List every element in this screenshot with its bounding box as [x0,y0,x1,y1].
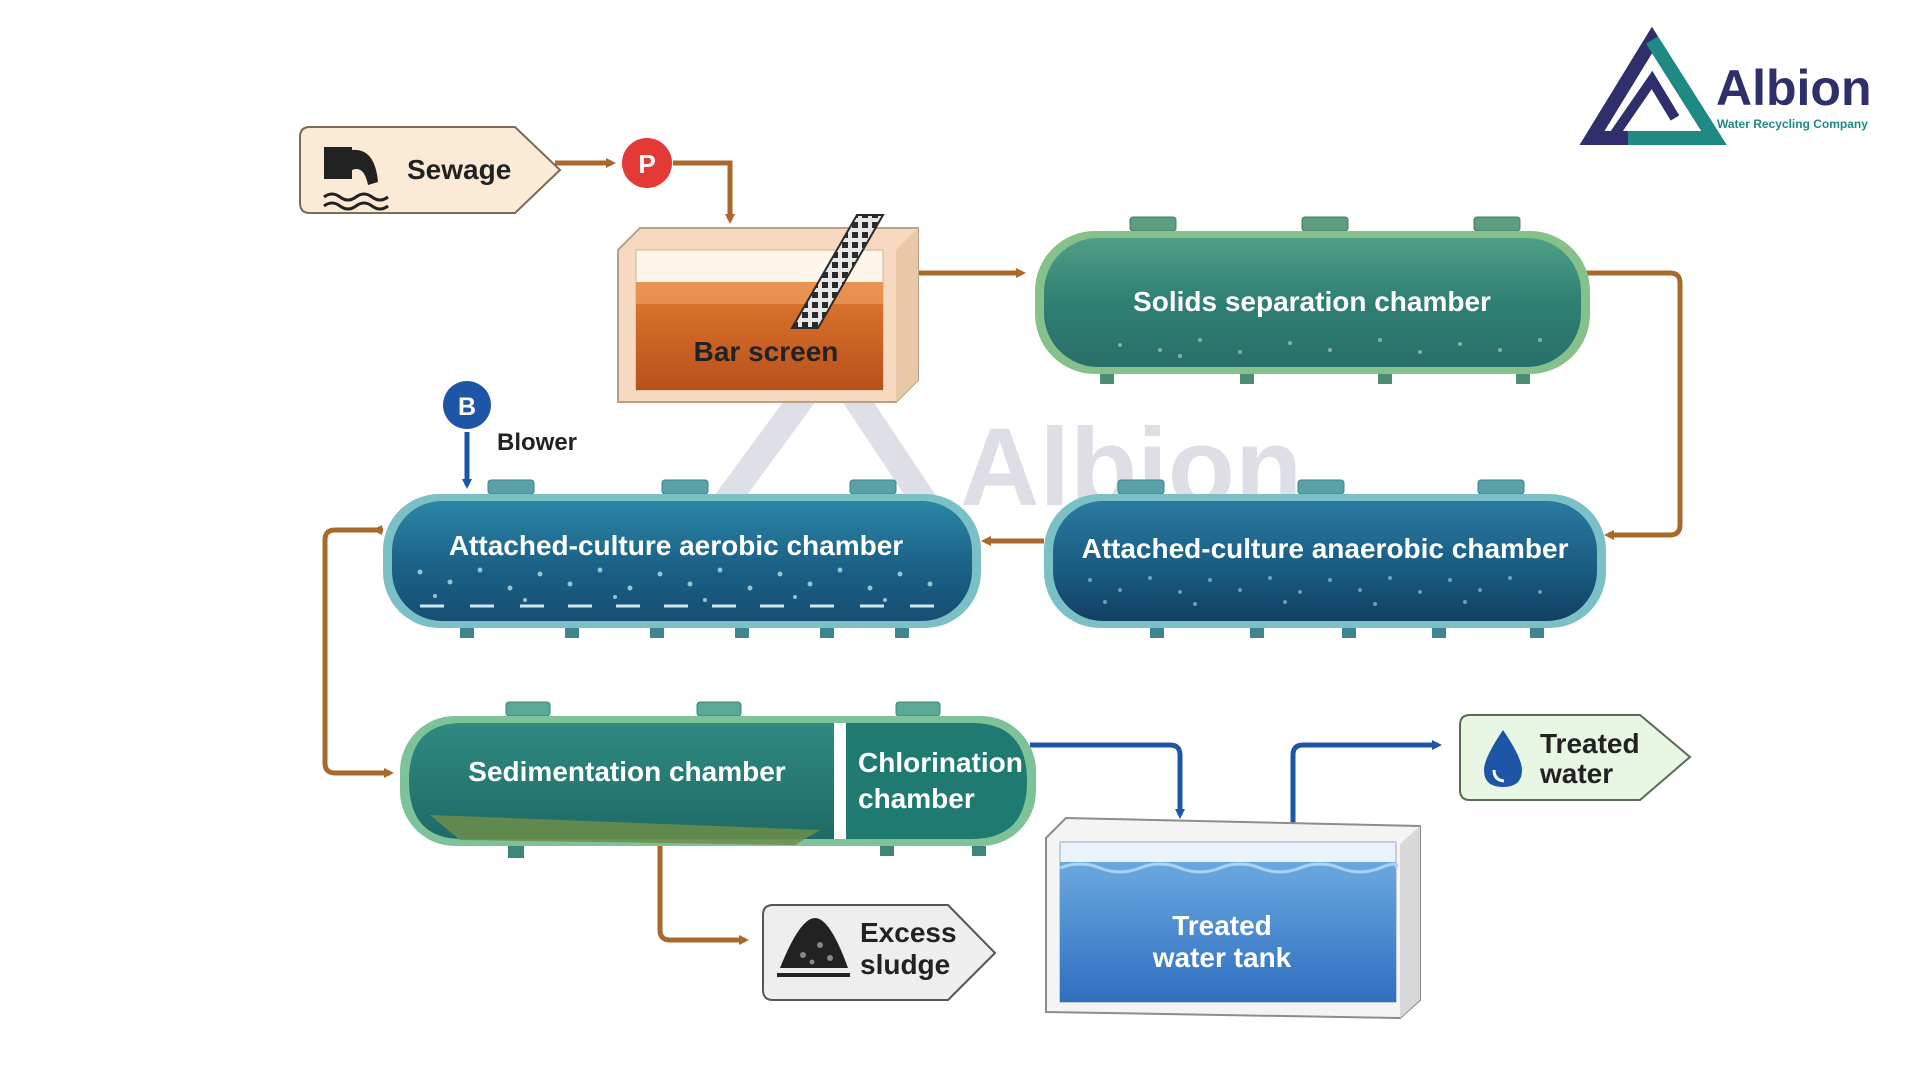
sedimentation-label: Sedimentation chamber [468,756,786,787]
water-drop-icon [1484,730,1522,787]
treated-water-label-line2: water [1539,758,1613,789]
chlorination-chamber: Chlorination chamber [846,723,1027,839]
pump-letter: P [638,149,655,179]
flow-pump-to-bar-screen [673,160,735,224]
sedimentation-chlorination-tank: Sedimentation chamber Chlorination chamb… [400,701,1036,858]
tank-label-line2: water tank [1152,942,1292,973]
chlorination-label-line1: Chlorination [858,747,1023,778]
solids-separation-label: Solids separation chamber [1133,286,1491,317]
anaerobic-label: Attached-culture anaerobic chamber [1081,533,1568,564]
screen-mesh-icon [790,214,885,329]
sedimentation-chamber: Sedimentation chamber [409,723,834,845]
blower-letter: B [458,393,476,421]
bar-screen-unit: Bar screen [617,214,919,403]
excess-sludge-output: Excess sludge [762,904,997,1001]
logo-tagline: Water Recycling Company [1717,117,1868,131]
blower-label: Blower [497,429,577,456]
sewage-label: Sewage [407,154,511,185]
aerobic-label: Attached-culture aerobic chamber [449,530,903,561]
treated-water-label-line1: Treated [1540,728,1640,759]
pump-badge: P [622,138,672,188]
blower-badge: B [443,381,491,429]
sewage-pipe-icon [323,147,389,211]
sewage-input: Sewage [299,126,562,214]
anaerobic-chamber: Attached-culture anaerobic chamber [1044,479,1606,638]
sewage-flow-lines [322,158,1683,945]
sludge-label-line2: sludge [860,949,950,980]
water-flow-lines [462,432,1442,868]
chlorination-label-line2: chamber [858,783,975,814]
flow-aerobic-to-sedimentation [322,527,394,778]
flow-chlorination-to-tank [1030,742,1185,819]
logo-name: Albion [1716,60,1872,116]
partition-wall [834,723,846,839]
solids-separation-chamber: Solids separation chamber [1035,216,1590,384]
flow-solids-to-anaerobic [1585,270,1683,540]
tank-label-line1: Treated [1172,910,1272,941]
flow-tank-to-treated-water [1290,740,1442,868]
aerobic-chamber: Attached-culture aerobic chamber [383,479,981,638]
treated-water-output: Treated water [1459,714,1692,801]
sludge-label-line1: Excess [860,917,957,948]
company-logo: Albion Water Recycling Company [1579,26,1872,145]
flow-sludge-out [657,840,749,945]
treated-water-tank: Treated water tank [1045,816,1421,1020]
sludge-pile-icon [777,918,850,977]
bar-screen-label: Bar screen [694,336,839,367]
